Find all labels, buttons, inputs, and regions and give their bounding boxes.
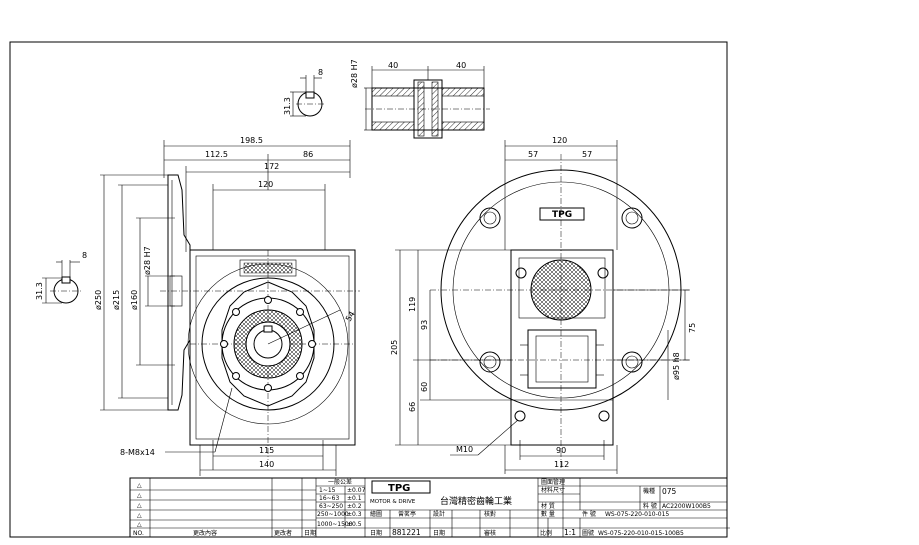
tol-range-4: 250~1000 (317, 511, 349, 518)
dim-r90: 90 (556, 446, 566, 455)
dwg-label: 圖號 (582, 529, 594, 537)
dim-115: 115 (259, 446, 274, 455)
tol-range-3: 63~250 (319, 503, 343, 510)
dim-198-5: 198.5 (240, 136, 263, 145)
tol-range-2: 16~63 (319, 495, 339, 502)
dim-140: 140 (259, 460, 274, 469)
scale-value: 1:1 (564, 528, 576, 537)
dim-r95: ø95 h8 (672, 352, 681, 380)
rev-no-label: NO. (133, 530, 144, 537)
tol-value-3: ±0.2 (347, 503, 362, 510)
dim-sleeve-left: 40 (388, 61, 398, 70)
dim-r57-right: 57 (582, 150, 592, 159)
dim-172: 172 (264, 162, 279, 171)
dim-112-5: 112.5 (205, 150, 228, 159)
side-logo-text: TPG (552, 210, 572, 220)
dim-120: 120 (258, 180, 273, 189)
mgmt-label: 圖面管理 (541, 478, 565, 486)
dim-d250: ø250 (94, 290, 103, 310)
side-view: 120 57 57 TPG (390, 136, 697, 474)
scale-label: 比例 (540, 529, 552, 537)
dim-31-3-left: 31.3 (35, 282, 44, 300)
part-label: 料 號 (643, 502, 657, 510)
date2-label: 日期 (433, 529, 445, 537)
tol-value-1: ±0.07 (347, 487, 366, 494)
title-block: △ △ △ △ △ NO. 更改內容 更改者 日期 一般公差 1~15 ±0.0… (129, 477, 730, 538)
draw-label: 繪圖 (370, 510, 382, 518)
rev-mark-5: △ (137, 521, 142, 528)
part-value: AC2200W100B5 (662, 503, 711, 510)
logo-text: TPG (388, 483, 410, 494)
size-label: 材料尺寸 (541, 486, 565, 494)
rev-person-label: 更改者 (274, 529, 292, 537)
dim-m10: M10 (456, 445, 473, 454)
pn-value: WS-075-220-010-015 (605, 511, 669, 518)
dim-r120: 120 (552, 136, 567, 145)
rev-mark-2: △ (137, 492, 142, 499)
dim-r57-left: 57 (528, 150, 538, 159)
tol-range-5: 1000~1500 (317, 521, 353, 528)
pn-label: 件 號 (582, 510, 596, 518)
dim-key-width: 8 (318, 68, 323, 77)
model-value: 075 (662, 487, 677, 496)
dim-d215: ø215 (112, 290, 121, 310)
tolerance-title: 一般公差 (328, 478, 352, 486)
check-label: 核對 (484, 510, 496, 518)
draw-person: 曾茗亭 (398, 510, 416, 518)
dim-r119: 119 (408, 297, 417, 312)
design-label: 設計 (433, 510, 445, 518)
model-label: 機種 (643, 487, 655, 495)
date-label: 日期 (370, 529, 382, 537)
tol-value-4: ±0.3 (347, 511, 362, 518)
dim-r75: 75 (688, 323, 697, 333)
dim-8-left: 8 (82, 251, 87, 260)
dwg-value: WS-075-220-010-015-100B5 (598, 530, 684, 537)
dim-86: 86 (303, 150, 313, 159)
dim-d28h7: ø28 H7 (143, 246, 152, 275)
dim-r93: 93 (420, 320, 429, 330)
drawing-frame (9, 41, 728, 538)
rev-mark-4: △ (137, 512, 142, 519)
tol-value-2: ±0.1 (347, 495, 362, 502)
company-name: 台灣精密齒輪工業 (440, 495, 512, 507)
rev-date-label: 日期 (304, 529, 316, 537)
date-value: 881221 (392, 528, 421, 537)
approve-label: 審核 (484, 529, 496, 537)
material-label: 材 質 (541, 502, 555, 510)
keyway-detail-top: 8 31.3 (283, 68, 324, 117)
coupling-sleeve-section: 40 40 ø28 H7 (350, 59, 490, 139)
dim-r112: 112 (554, 460, 569, 469)
rev-mark-3: △ (137, 502, 142, 509)
dim-d160: ø160 (130, 290, 139, 310)
tol-range-1: 1~15 (319, 487, 336, 494)
dim-sleeve-right: 40 (456, 61, 466, 70)
dim-r205: 205 (390, 340, 399, 355)
dim-r60: 60 (420, 382, 429, 392)
rev-content-label: 更改內容 (193, 529, 217, 537)
rev-mark-1: △ (137, 482, 142, 489)
bolt-label: 8-M8x14 (120, 448, 155, 457)
company-logo: TPG MOTOR & DRIVE (370, 480, 431, 505)
front-view: 198.5 112.5 86 172 120 ø250 ø215 ø160 ø2… (35, 136, 360, 476)
dim-bore: ø28 H7 (350, 59, 359, 88)
dim-54: 54 (344, 310, 357, 323)
tol-value-5: ±0.5 (347, 521, 362, 528)
qty-label: 數 量 (541, 510, 555, 518)
dim-r66: 66 (408, 402, 417, 412)
logo-subtitle: MOTOR & DRIVE (370, 499, 416, 505)
dim-key-height: 31.3 (283, 97, 292, 115)
